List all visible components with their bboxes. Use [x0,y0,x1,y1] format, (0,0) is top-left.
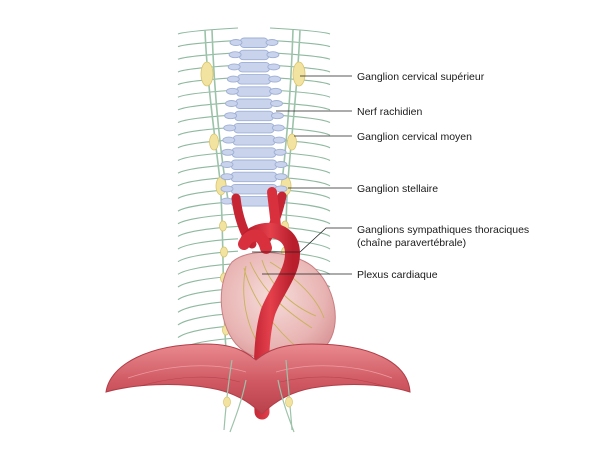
vertebra-process [267,52,279,58]
vertebra-process [269,76,281,82]
label-plexus-cardiaque: Plexus cardiaque [357,269,438,282]
vertebra [237,75,270,85]
label-text: Plexus cardiaque [357,269,438,281]
vertebra-process [230,40,242,46]
label-text: Nerf rachidien [357,106,422,118]
vertebra-process [226,101,238,107]
spinal-nerve [178,28,238,34]
spinal-nerve [178,40,238,46]
label-text: Ganglion cervical moyen [357,131,472,143]
vertebra [233,136,275,146]
label-ganglion-stellaire: Ganglion stellaire [357,183,438,196]
label-text: Ganglions sympathiques thoraciques [357,224,529,236]
vertebra-process [221,186,233,192]
spinal-nerve [178,251,238,262]
vertebra-process [270,88,282,94]
vertebra-process [222,149,234,155]
vertebra-process [221,198,233,204]
label-text: Ganglion cervical supérieur [357,71,484,83]
vertebra-process [228,64,240,70]
vertebra-process [223,137,235,143]
vertebra-process [273,137,285,143]
vertebra [239,50,269,60]
vertebra [231,160,277,170]
label-nerf-rachidien: Nerf rachidien [357,106,422,119]
vertebra [232,148,276,158]
vertebra [240,38,268,48]
vertebra-process [274,149,286,155]
label-text-line2: (chaîne paravertébrale) [357,237,466,249]
spinal-nerve [178,226,238,236]
spinal-nerve [178,239,238,249]
vertebra-process [271,101,283,107]
vertebra-process [268,64,280,70]
vertebra-process [225,113,237,119]
vertebra [234,123,275,132]
vertebra [231,172,277,182]
vertebral-column [221,38,287,206]
vertebra-process [271,113,283,119]
vertebra-process [272,125,284,131]
vertebra-process [221,174,233,180]
vertebra-process [229,52,241,58]
vertebra [236,99,273,109]
vertebra-process [266,40,278,46]
vertebra-process [224,125,236,131]
vertebra-process [227,76,239,82]
spinal-nerve [178,214,238,224]
vertebra [238,62,270,72]
label-ganglion-cervical-superieur: Ganglion cervical supérieur [357,71,484,84]
label-ganglions-sympathiques-thoraciques: Ganglions sympathiques thoraciques(chaîn… [357,224,529,249]
vertebra-process [275,174,287,180]
label-ganglion-cervical-moyen: Ganglion cervical moyen [357,131,472,144]
label-text: Ganglion stellaire [357,183,438,195]
vertebra-process [226,88,238,94]
vertebra-process [221,162,233,168]
vertebra-process [275,162,287,168]
vertebra [235,111,274,121]
vertebra [236,87,271,97]
